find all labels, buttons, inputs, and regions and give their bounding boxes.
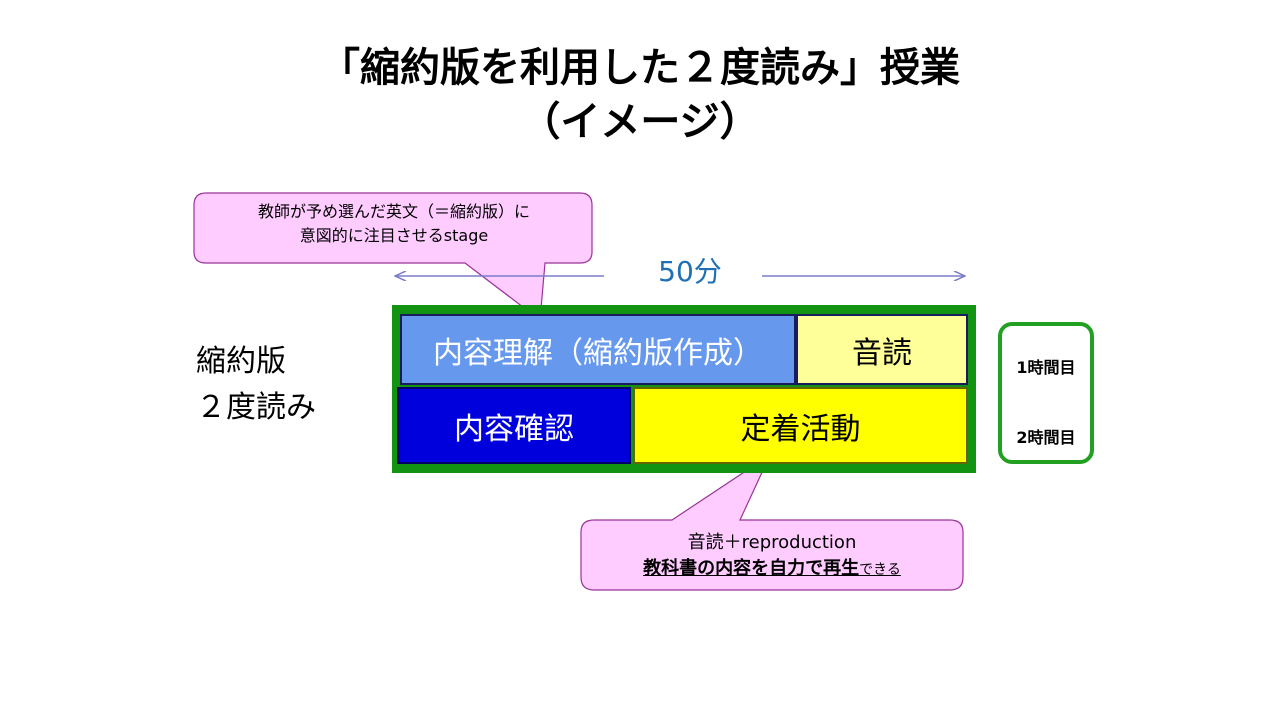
callout-top-bubble: [193, 192, 593, 322]
callout-bottom-line-2: 教科書の内容を自力で再生できる: [582, 556, 962, 583]
period-1-label: 1時間目: [1016, 358, 1076, 377]
callout-top-line-2: 意図的に注目させるstage: [299, 226, 489, 245]
title-line-2: （イメージ）: [520, 99, 760, 145]
callout-bottom-text: 音読＋reproduction 教科書の内容を自力で再生できる: [582, 530, 962, 583]
period-2-label: 2時間目: [1016, 428, 1076, 447]
callout-bottom-bubble: [580, 453, 964, 591]
callout-bottom-suffix: できる: [859, 562, 901, 578]
side-label-line-1: 縮約版: [196, 344, 286, 379]
title-line-1: 「縮約版を利用した２度読み」授業: [320, 45, 960, 91]
side-label-line-2: ２度読み: [196, 390, 316, 425]
block-consolidation: 定着活動: [633, 387, 968, 464]
block-content-understanding: 内容理解（縮約版作成）: [400, 314, 796, 385]
period-box: [998, 322, 1094, 464]
duration-label: 50分: [658, 255, 722, 288]
callout-top-line-1: 教師が予め選んだ英文（＝縮約版）に: [257, 202, 530, 221]
callout-bottom-emphasis: 教科書の内容を自力で再生: [643, 558, 860, 579]
block-content-check: 内容確認: [397, 387, 631, 464]
callout-bottom-line-1: 音読＋reproduction: [687, 532, 857, 553]
callout-top-text: 教師が予め選んだ英文（＝縮約版）に 意図的に注目させるstage: [196, 200, 592, 248]
block-reading-aloud: 音読: [796, 314, 968, 385]
